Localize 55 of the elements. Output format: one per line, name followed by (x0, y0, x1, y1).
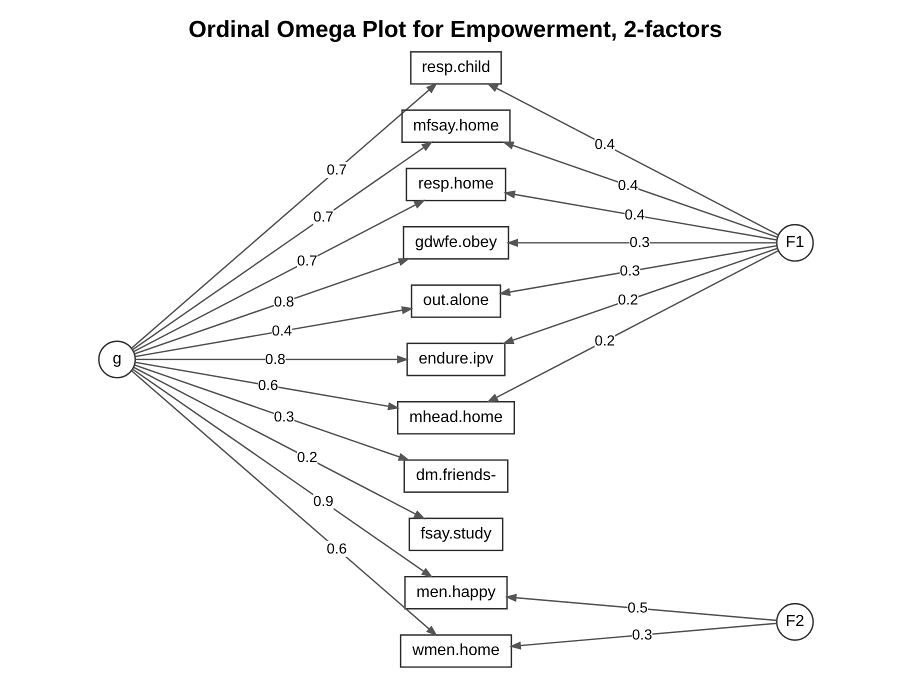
edge-label: 0.8 (274, 294, 294, 310)
edge-label: 0.9 (313, 494, 334, 510)
node-box: endure.ipv (406, 342, 506, 376)
edge-label: 0.7 (313, 210, 334, 226)
edge-label: 0.4 (624, 208, 645, 224)
arrow (131, 82, 438, 349)
arrow (135, 306, 414, 358)
edge-label: 0.3 (620, 264, 640, 280)
node-box: wmen.home (400, 634, 512, 668)
edge-label: 0.5 (628, 600, 648, 617)
diagram-title: Ordinal Omega Plot for Empowerment, 2-factors (188, 16, 722, 42)
arrow (132, 368, 434, 578)
arrow (502, 248, 778, 344)
edge-label: 0.3 (632, 627, 652, 644)
node-box: resp.home (406, 168, 506, 202)
arrow (136, 355, 409, 364)
edge-label: 0.6 (258, 378, 278, 394)
arrow (131, 370, 438, 636)
arrow (133, 200, 426, 352)
node-box: resp.child (410, 51, 502, 85)
node-circle: F2 (776, 602, 814, 641)
arrow (134, 364, 410, 461)
edge-label: 0.2 (297, 450, 318, 466)
edge-label: 0.3 (274, 409, 294, 426)
edge-label: 0.6 (326, 541, 347, 558)
node-box: men.happy (404, 576, 508, 610)
arrow (498, 245, 777, 296)
arrow (132, 141, 434, 350)
edge-label: 0.4 (272, 323, 292, 340)
node-box: mhead.home (396, 401, 516, 435)
arrow (134, 258, 410, 355)
node-box: mfsay.home (401, 109, 511, 143)
arrow (486, 250, 779, 403)
arrow (502, 142, 778, 238)
node-box: fsay.study (408, 518, 504, 552)
arrow (135, 362, 400, 410)
node-circle: g (98, 340, 136, 378)
arrow (503, 190, 776, 241)
arrow (504, 594, 777, 622)
arrow (133, 366, 426, 520)
node-circle: F1 (776, 224, 814, 262)
edge-label: 0.8 (265, 352, 286, 368)
edge-label: 0.4 (618, 178, 638, 194)
node-box: gdwfe.obey (402, 226, 510, 260)
node-box: out.alone (410, 284, 502, 318)
edge-label: 0.3 (629, 235, 650, 252)
edge-label: 0.2 (594, 333, 615, 350)
edge-label: 0.2 (618, 292, 638, 309)
arrow (509, 622, 776, 650)
edge-label: 0.4 (594, 136, 615, 153)
node-box: dm.friends- (404, 459, 508, 493)
arrow (486, 83, 779, 236)
edge-label: 0.7 (326, 162, 347, 178)
edge-label: 0.7 (297, 254, 318, 270)
arrow (506, 238, 777, 247)
